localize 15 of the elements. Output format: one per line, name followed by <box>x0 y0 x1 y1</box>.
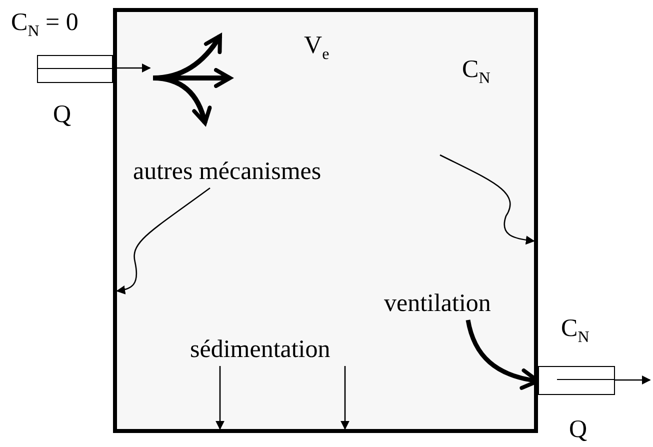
sedimentation-label: sédimentation <box>190 336 330 364</box>
arrow <box>615 376 651 384</box>
room-box <box>113 8 538 433</box>
concentration-label: C$_{N}$ = 0 <box>11 9 78 42</box>
arrow <box>116 187 210 294</box>
arrow <box>340 366 350 430</box>
arrow <box>216 366 224 430</box>
mechanism-label: autres mécanismes <box>133 158 322 186</box>
ventilation-label: ventilation <box>384 290 491 318</box>
flow-rate-label: Q <box>53 101 72 129</box>
arrow <box>440 154 535 245</box>
flow-rate-label: Q <box>569 416 588 444</box>
concentration-label: C$_{N}$ <box>462 56 490 89</box>
concentration-label: C$_{N}$ <box>561 315 590 348</box>
volume-label: V$_{e}$ <box>304 32 330 65</box>
